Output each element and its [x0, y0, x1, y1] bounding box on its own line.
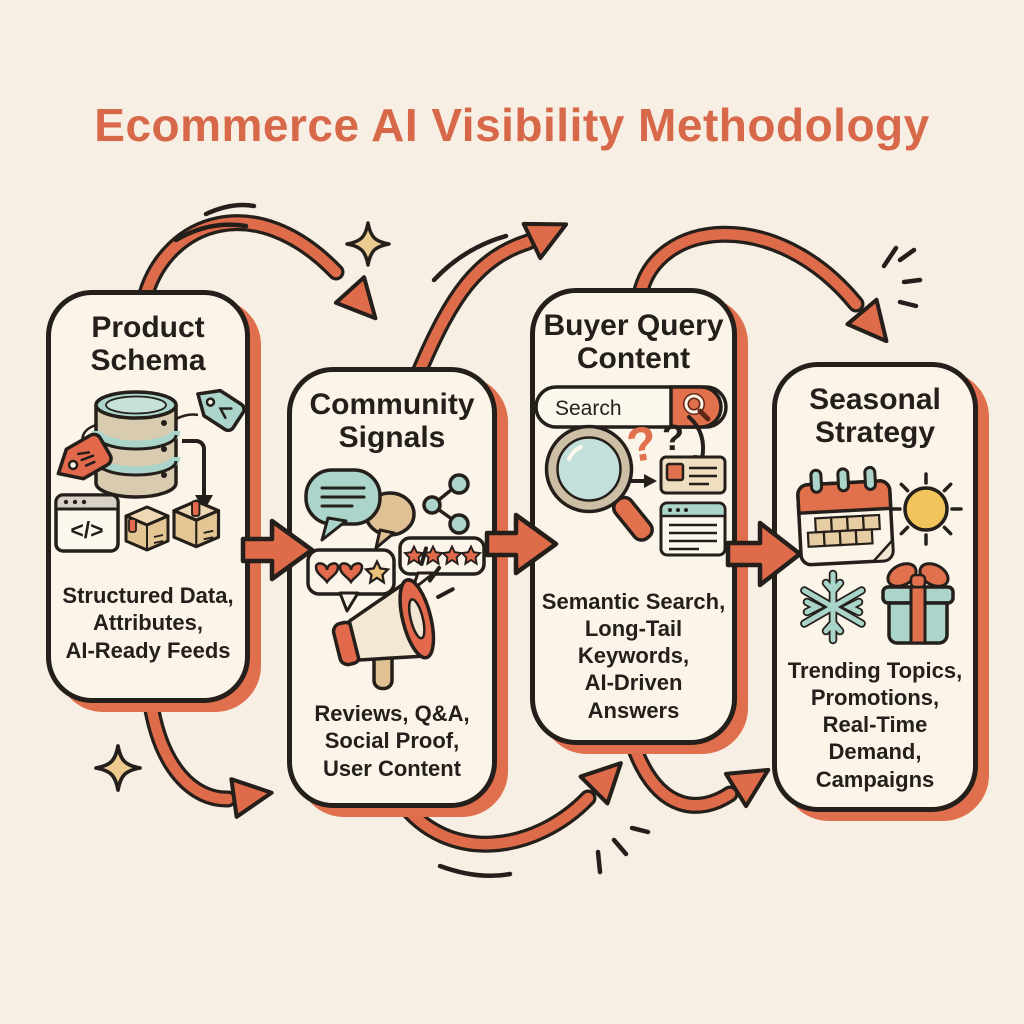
result-card-icon	[659, 455, 726, 495]
search-bar-icon: Search	[533, 385, 728, 429]
emphasis-dashes	[881, 245, 923, 309]
card-title: Community Signals	[309, 388, 475, 454]
card-caption: Structured Data, Attributes, AI-Ready Fe…	[62, 583, 234, 663]
card-caption: Trending Topics, Promotions, Real-Time D…	[787, 657, 963, 792]
browser-window-icon	[659, 501, 726, 557]
motion-line	[437, 863, 513, 879]
card-product-schema: Product Schema	[46, 290, 250, 703]
package-box-icon	[124, 505, 170, 552]
magnifier-icon	[544, 424, 654, 542]
emphasis-dashes	[595, 825, 651, 875]
card-title: Buyer Query Content	[543, 309, 724, 375]
sparkle-icon	[94, 744, 142, 792]
sun-icon	[889, 472, 963, 546]
price-tag-icon	[56, 432, 113, 481]
motion-line	[203, 202, 257, 217]
calendar-icon	[796, 465, 895, 567]
search-input-text[interactable]: Search	[555, 397, 622, 420]
sparkle-icon	[345, 221, 391, 267]
label-tag-icon	[196, 388, 246, 433]
seasonal-strategy-icons	[796, 465, 963, 645]
gift-icon	[881, 562, 955, 645]
package-box-icon	[172, 499, 221, 549]
tag-string	[175, 413, 199, 421]
motion-line	[431, 233, 509, 283]
card-title: Seasonal Strategy	[809, 383, 941, 449]
snowflake-icon	[800, 569, 866, 645]
chat-bubbles-icon	[304, 468, 416, 550]
card-caption: Semantic Search, Long-Tail Keywords, AI-…	[541, 588, 726, 723]
card-buyer-query-content: Buyer Query Content Search	[530, 288, 737, 745]
card-community-signals: Community Signals	[287, 367, 497, 808]
card-title: Product Schema	[90, 311, 206, 377]
megaphone-icon	[331, 546, 455, 691]
card-caption: Reviews, Q&A, Social Proof, User Content	[314, 701, 470, 781]
card-seasonal-strategy: Seasonal Strategy	[772, 362, 978, 812]
page-title: Ecommerce AI Visibility Methodology	[94, 99, 930, 151]
question-mark-icon: ?	[662, 417, 684, 458]
community-signals-icons	[304, 468, 486, 691]
buyer-query-icons: Search ? ?	[533, 385, 728, 557]
motion-line	[173, 222, 249, 243]
product-schema-icons: </>	[54, 388, 246, 553]
share-icon	[422, 473, 470, 535]
search-icon[interactable]	[682, 393, 710, 422]
hearts-rating-bubble-icon	[306, 548, 396, 613]
right-arrow-icon	[630, 474, 657, 488]
flow-arrow-bottom-3	[627, 743, 771, 814]
code-window-icon: </>	[54, 493, 120, 553]
flow-arrow-bottom-1	[141, 689, 274, 819]
database-icon	[91, 390, 181, 499]
code-glyph: </>	[70, 517, 103, 543]
